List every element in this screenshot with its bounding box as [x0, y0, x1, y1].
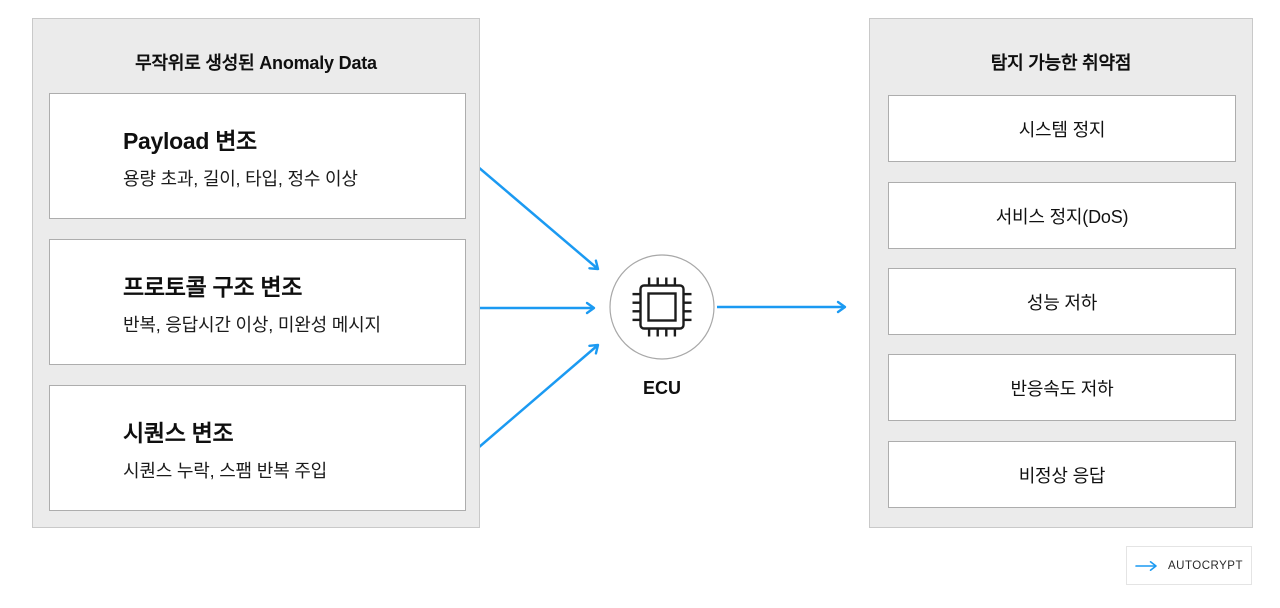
vulnerability-box: 시스템 정지 [888, 95, 1236, 162]
vulnerability-panel-title: 탐지 가능한 취약점 [990, 53, 1132, 73]
anomaly-box-title: 프로토콜 구조 변조 [123, 273, 303, 300]
anomaly-data-panel: 무작위로 생성된 Anomaly Data Payload 변조 용량 초과, … [32, 18, 480, 528]
vulnerability-box: 반응속도 저하 [888, 354, 1236, 421]
anomaly-box-subtitle: 반복, 응답시간 이상, 미완성 메시지 [123, 314, 381, 335]
vulnerability-box: 서비스 정지(DoS) [888, 182, 1236, 249]
anomaly-box-subtitle: 시퀀스 누락, 스팸 반복 주입 [123, 460, 327, 481]
cpu-chip-icon [609, 254, 715, 360]
vulnerability-box: 성능 저하 [888, 268, 1236, 335]
anomaly-box-protocol: 프로토콜 구조 변조 반복, 응답시간 이상, 미완성 메시지 [49, 239, 466, 365]
anomaly-box-payload: Payload 변조 용량 초과, 길이, 타입, 정수 이상 [49, 93, 466, 219]
arrow-payload-to-ecu [463, 154, 600, 271]
anomaly-box-subtitle: 용량 초과, 길이, 타입, 정수 이상 [123, 168, 358, 189]
anomaly-box-title: Payload 변조 [123, 127, 257, 154]
ecu-circle [609, 254, 715, 360]
anomaly-box-sequence: 시퀀스 변조 시퀀스 누락, 스팸 반복 주입 [49, 385, 466, 511]
ecu-node: ECU [607, 252, 717, 399]
anomaly-panel-title: 무작위로 생성된 Anomaly Data [135, 53, 377, 73]
vulnerability-panel: 탐지 가능한 취약점 시스템 정지 서비스 정지(DoS) 성능 저하 반응속도… [869, 18, 1253, 528]
anomaly-box-title: 시퀀스 변조 [123, 419, 234, 446]
autocrypt-logo: AUTOCRYPT [1126, 546, 1252, 585]
autocrypt-wordmark: AUTOCRYPT [1167, 559, 1243, 572]
ecu-label: ECU [642, 378, 681, 398]
vulnerability-box: 비정상 응답 [888, 441, 1236, 508]
right-arrow-icon [1135, 560, 1157, 571]
arrow-sequence-to-ecu [463, 343, 600, 461]
